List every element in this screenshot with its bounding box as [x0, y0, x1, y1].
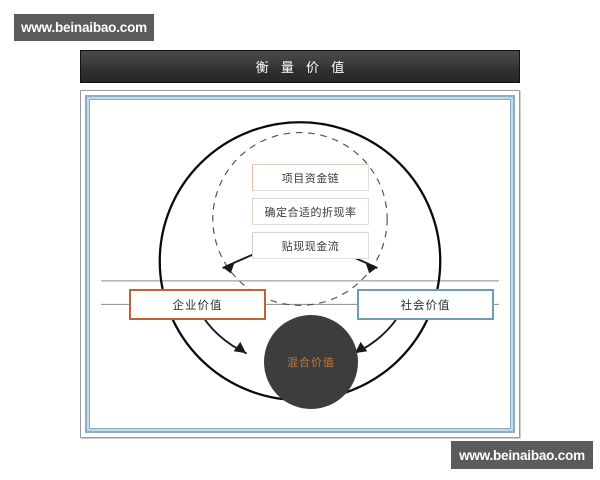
process-box-discount-rate-label: 确定合适的折现率: [264, 205, 357, 219]
process-box-discount-rate[interactable]: 确定合适的折现率: [252, 198, 369, 225]
slide-title-bar: 衡 量 价 值: [80, 50, 520, 83]
dashed-circle: [212, 132, 388, 306]
diagram-canvas: 项目资金链 确定合适的折现率 贴现现金流 企业价值 社会价值 混合价值: [101, 111, 499, 417]
diagram-frame-band: 项目资金链 确定合适的折现率 贴现现金流 企业价值 社会价值 混合价值: [85, 95, 515, 433]
hub-circle-label: 混合价值: [287, 356, 335, 369]
watermark-bottom-right-text: www.beinaibao.com: [459, 447, 585, 463]
slide: 衡 量 价 值: [80, 50, 520, 438]
value-box-enterprise[interactable]: 企业价值: [129, 289, 266, 320]
process-box-funding-chain-label: 项目资金链: [281, 171, 340, 185]
hub-circle-blended-value[interactable]: 混合价值: [264, 315, 358, 409]
watermark-top-left-text: www.beinaibao.com: [21, 20, 147, 35]
value-box-enterprise-label: 企业价值: [172, 297, 223, 312]
value-box-social-label: 社会价值: [400, 297, 451, 312]
value-box-social[interactable]: 社会价值: [357, 289, 494, 320]
watermark-bottom-right: www.beinaibao.com: [451, 441, 593, 469]
process-box-discounted-cashflow[interactable]: 贴现现金流: [252, 232, 369, 259]
diagram-frame-outer: 项目资金链 确定合适的折现率 贴现现金流 企业价值 社会价值 混合价值: [80, 90, 520, 438]
watermark-top-left: www.beinaibao.com: [14, 14, 154, 41]
page-title: 衡 量 价 值: [255, 61, 349, 76]
process-box-funding-chain[interactable]: 项目资金链: [252, 164, 369, 191]
process-box-discounted-cashflow-label: 贴现现金流: [281, 239, 340, 253]
